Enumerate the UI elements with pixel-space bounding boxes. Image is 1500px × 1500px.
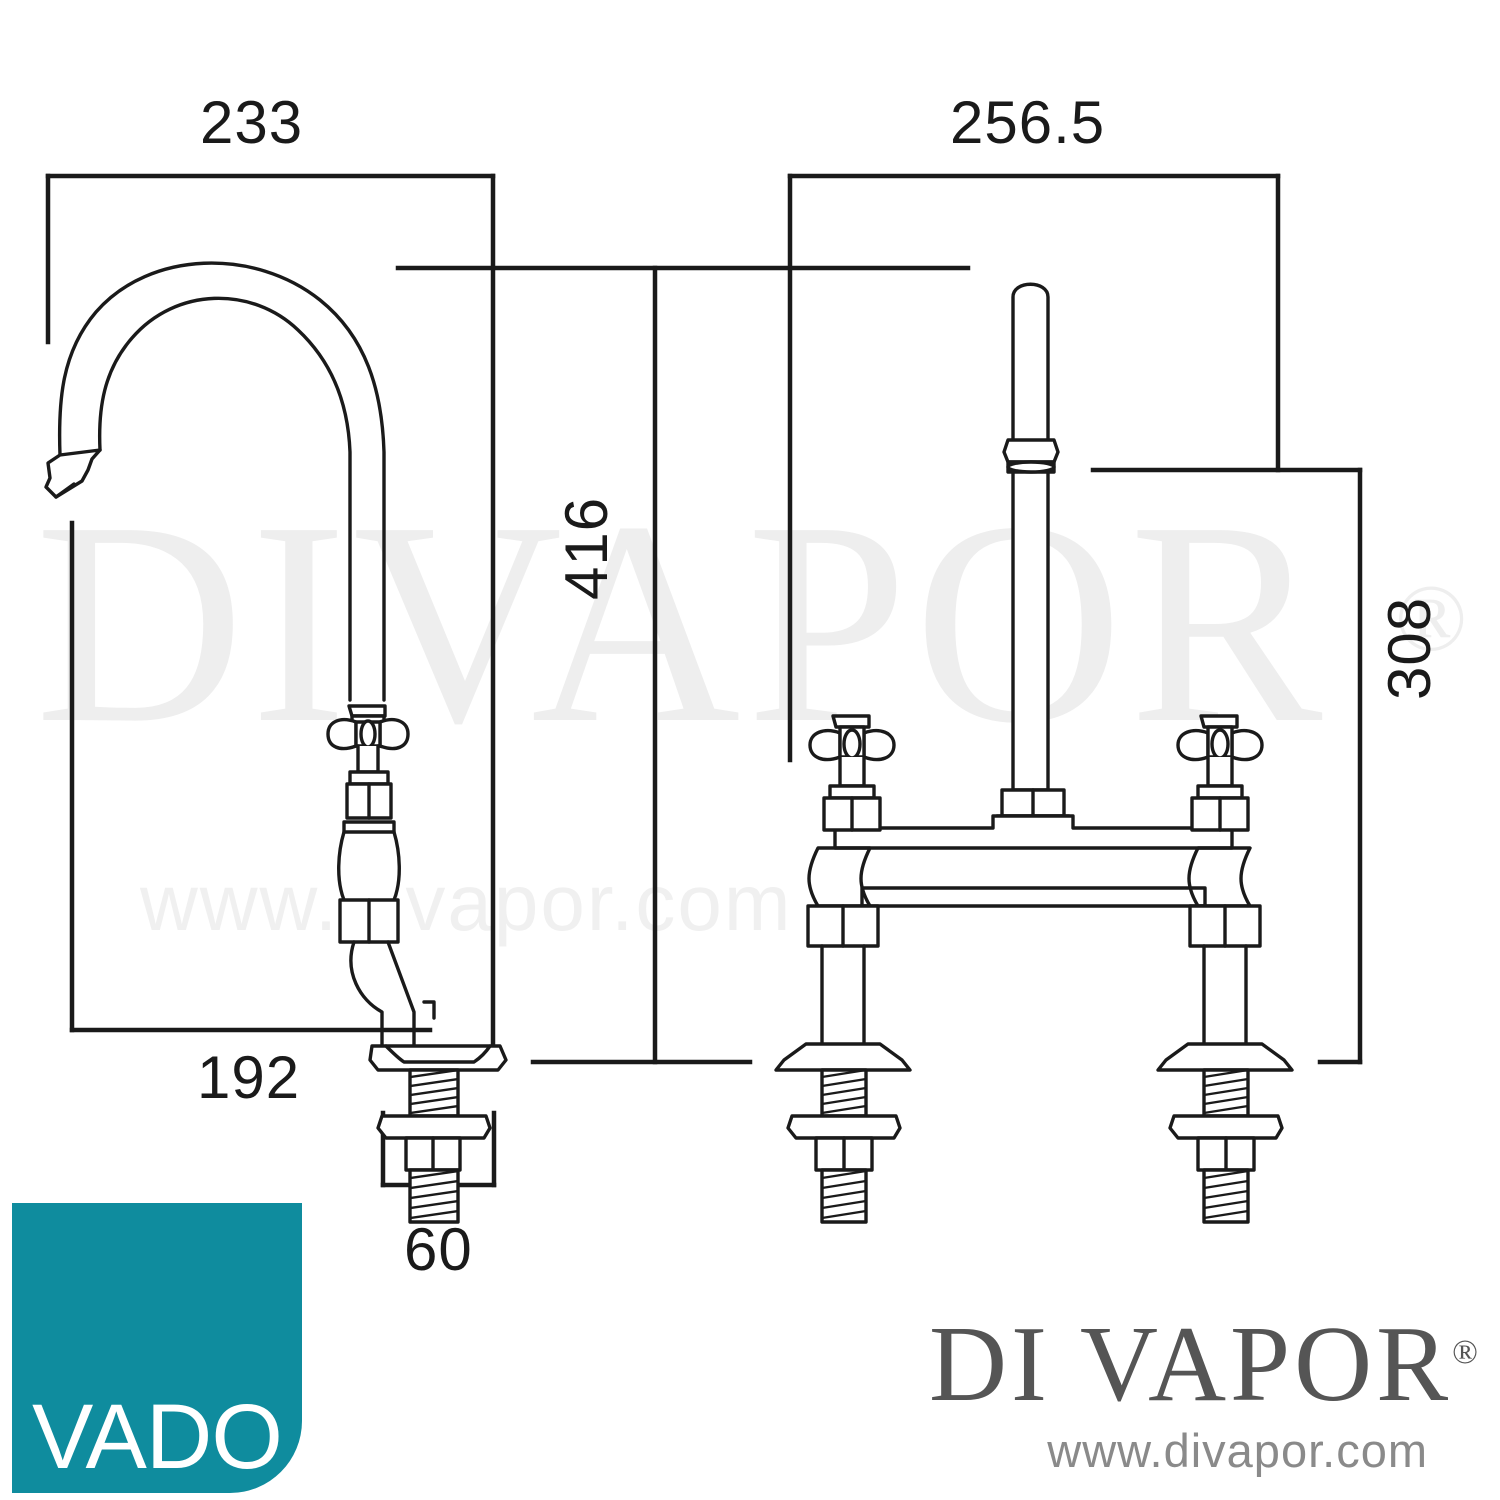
spout-inner-curve (97, 296, 352, 702)
bonnet-shoulder (348, 770, 390, 786)
side-view-bonnet-nut (345, 770, 393, 820)
spout-tail-notch (422, 1000, 436, 1020)
side-view-lock-nut (404, 1136, 462, 1172)
side-view-washer-plate (376, 1114, 492, 1140)
vado-wordmark: VADO (32, 1386, 283, 1488)
handle-stem (356, 744, 380, 774)
dim-label-416: 416 (553, 497, 620, 600)
dim-label-192: 192 (197, 1044, 300, 1111)
vado-logo-block (12, 1203, 302, 1493)
front-view-right-valve (1156, 714, 1294, 1224)
dimension-labels-group: 233 256.5 416 308 192 60 (197, 89, 1443, 1283)
right-handle-center-boss (1210, 728, 1230, 760)
divapor-logo: DI VAPOR® www.divapor.com (928, 1304, 1478, 1478)
vado-logo: VADO (12, 1203, 302, 1493)
right-thread-upper-hatch (1202, 1068, 1250, 1115)
riser-collar (1002, 438, 1060, 464)
side-view-lower-nut (338, 898, 400, 944)
left-handle-center-boss (842, 728, 862, 760)
left-pillar-shaft (820, 944, 866, 1046)
left-washer-plate (786, 1114, 902, 1140)
spout-tail-right (386, 940, 416, 1048)
left-bonnet-shoulder (828, 784, 876, 800)
thread-lower-hatch (408, 1169, 460, 1220)
divapor-url: www.divapor.com (1047, 1424, 1428, 1477)
dim-label-308: 308 (1376, 597, 1443, 700)
watermark-primary-text: DIVAPOR (35, 462, 1329, 783)
right-base-flange (1156, 1042, 1294, 1072)
left-thread-upper-hatch (820, 1068, 868, 1115)
dimension-lines-group (45, 173, 1363, 1188)
right-handle-arm-right (1230, 728, 1264, 762)
divapor-wordmark-text: DI VAPOR (928, 1304, 1453, 1424)
side-view-threaded-shank-lower (408, 1168, 460, 1224)
handle-arm-right (378, 717, 410, 751)
left-handle-arm-right (862, 728, 896, 762)
handle-arm-left (326, 717, 358, 751)
front-view-left-valve (774, 714, 912, 1224)
base-flange-plate (368, 1044, 508, 1072)
left-handle-arm-left (808, 728, 842, 762)
right-thread-lower-hatch (1202, 1169, 1250, 1220)
riser-collar-ellipse (1006, 460, 1056, 474)
watermark-group: DIVAPOR ® www.divapor.com (35, 462, 1467, 947)
dim-label-60: 60 (404, 1216, 473, 1283)
thread-upper-hatch (408, 1068, 460, 1115)
side-view-spout (44, 261, 508, 1224)
base-flange-profile (384, 1044, 492, 1064)
right-handle-arm-left (1176, 728, 1210, 762)
left-thread-lower-hatch (820, 1169, 868, 1220)
lower-bridge-bar (860, 886, 1207, 908)
watermark-secondary-text: www.divapor.com (139, 858, 792, 947)
left-base-flange (774, 1042, 912, 1072)
side-view-base-flange (368, 1044, 508, 1072)
riser-tube (1011, 282, 1050, 792)
side-view-threaded-shank-upper (408, 1068, 460, 1118)
watermark-registered-mark: ® (1395, 565, 1467, 671)
dim-label-256-5: 256.5 (950, 89, 1105, 156)
spout-tail-left (349, 940, 384, 1048)
front-view-spout-riser (1002, 282, 1060, 792)
right-pillar-shaft (1202, 944, 1248, 1046)
upper-bridge-bar (833, 814, 1234, 850)
handle-center-boss (359, 719, 377, 749)
right-handle-stem (1206, 755, 1234, 788)
divapor-registered-mark: ® (1452, 1333, 1478, 1371)
spout-nozzle-edge (54, 482, 76, 499)
right-bonnet-shoulder (1196, 784, 1244, 800)
left-cross-handle (808, 714, 896, 788)
right-cross-handle (1176, 714, 1264, 788)
front-view-bridge-mixer (774, 282, 1294, 1224)
right-washer-plate (1168, 1114, 1284, 1140)
spout-outer-curve (57, 261, 386, 702)
divapor-wordmark: DI VAPOR® (928, 1304, 1478, 1424)
left-handle-stem (838, 755, 866, 788)
dim-label-233: 233 (200, 89, 303, 156)
